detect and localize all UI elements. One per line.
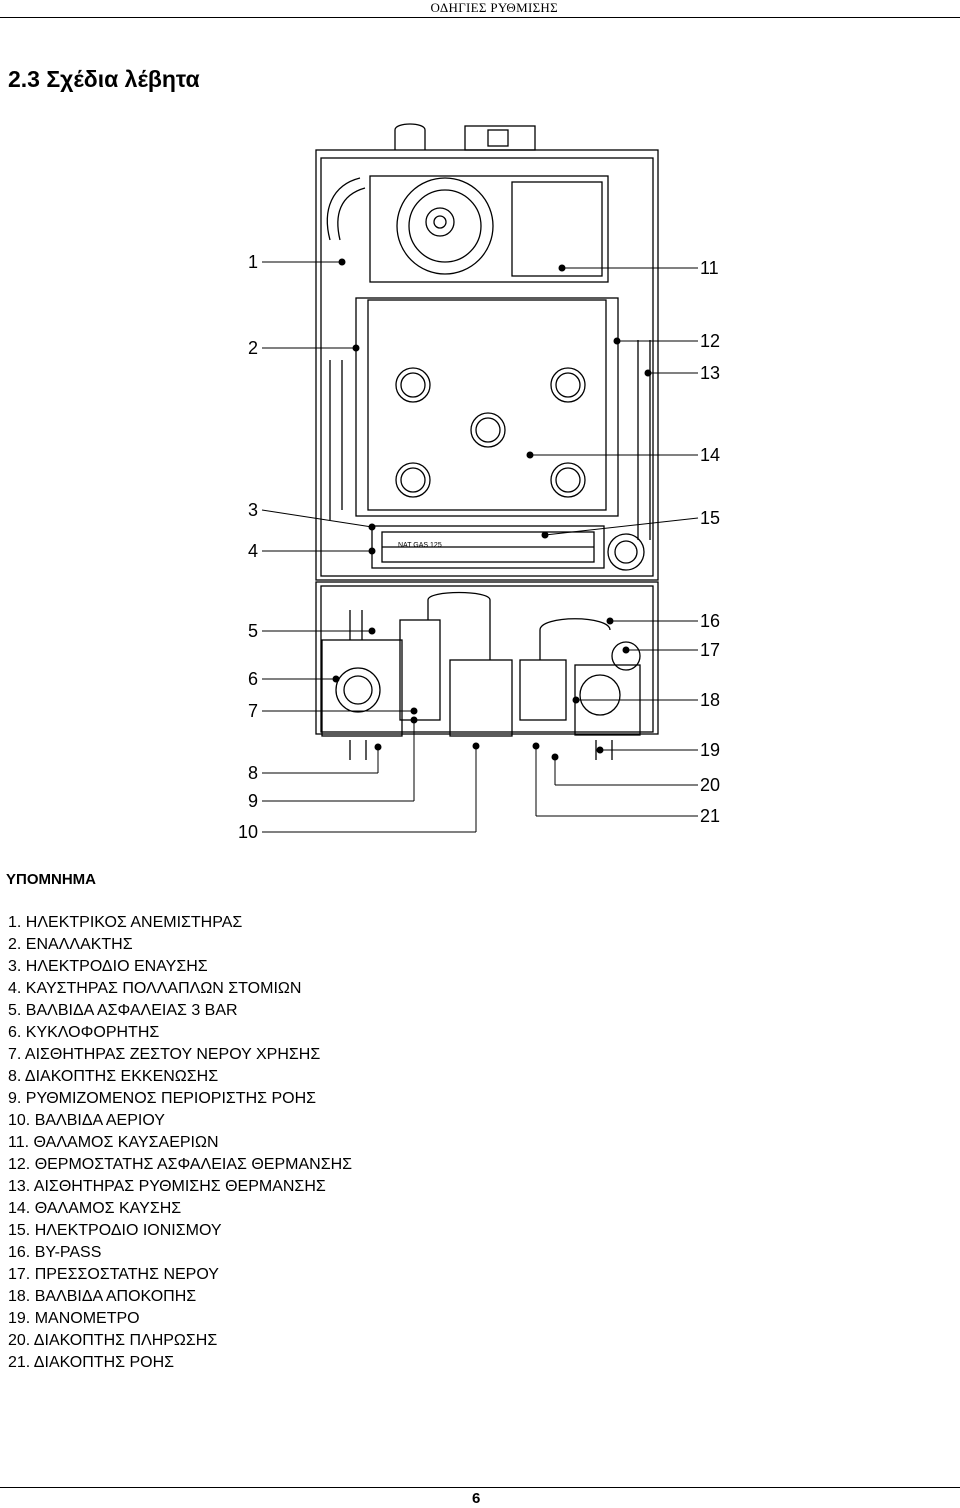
callout-12: 12: [700, 331, 721, 351]
callout-3: 3: [248, 500, 259, 520]
pump: [321, 639, 403, 737]
section-title: 2.3 Σχέδια λέβητα: [8, 66, 200, 92]
gas-valve-body: [449, 659, 513, 737]
legend-item: 7. ΑΙΣΘΗΤΗΡΑΣ ΖΕΣΤΟΥ ΝΕΡΟΥ ΧΡΗΣΗΣ: [8, 1046, 321, 1063]
legend-item: 12. ΘΕΡΜΟΣΤΑΤΗΣ ΑΣΦΑΛΕΙΑΣ ΘΕΡΜΑΝΣΗΣ: [8, 1156, 353, 1173]
legend-item: 2. ΕΝΑΛΛΑΚΤΗΣ: [8, 936, 133, 953]
legend-item: 10. ΒΑΛΒΙΔΑ ΑΕΡΙΟΥ: [8, 1112, 165, 1129]
fan-housing: [369, 175, 609, 283]
callout-9: 9: [248, 791, 259, 811]
callout-5: 5: [248, 621, 259, 641]
legend-title: ΥΠΟΜΝΗΜΑ: [6, 871, 96, 888]
header-rule: [0, 17, 960, 18]
fan: [396, 177, 494, 275]
callout-20: 20: [700, 775, 721, 795]
pipe-elbow: [607, 533, 645, 571]
callout-7: 7: [248, 701, 259, 721]
callout-16: 16: [700, 611, 721, 631]
callout-11: 11: [700, 258, 719, 278]
callout-2: 2: [248, 338, 259, 358]
legend-item: 19. ΜΑΝΟΜΕΤΡΟ: [8, 1310, 140, 1327]
boiler-diagram: NAT GAS 125: [261, 123, 699, 833]
callout-18: 18: [700, 690, 721, 710]
pressure-gauge: [611, 641, 641, 671]
callout-13: 13: [700, 363, 721, 383]
legend-item: 11. ΘΑΛΑΜΟΣ ΚΑΥΣΑΕΡΙΩΝ: [8, 1134, 219, 1151]
flue-outlet: [464, 125, 536, 151]
legend-item: 3. ΗΛΕΚΤΡΟΔΙΟ ΕΝΑΥΣΗΣ: [8, 958, 208, 975]
heat-exchanger: [355, 297, 619, 517]
legend-item: 21. ΔΙΑΚΟΠΤΗΣ ΡΟΗΣ: [8, 1354, 175, 1371]
legend-item: 17. ΠΡΕΣΣΟΣΤΑΤΗΣ ΝΕΡΟΥ: [8, 1266, 219, 1283]
legend-item: 8. ΔΙΑΚΟΠΤΗΣ ΕΚΚΕΝΩΣΗΣ: [8, 1068, 219, 1085]
callout-10: 10: [238, 822, 259, 842]
callout-15: 15: [700, 508, 721, 528]
legend-item: 4. ΚΑΥΣΤΗΡΑΣ ΠΟΛΛΑΠΛΩΝ ΣΤΟΜΙΩΝ: [8, 980, 302, 997]
legend-item: 16. BY-PASS: [8, 1244, 102, 1261]
legend-item: 18. ΒΑΛΒΙΔΑ ΑΠΟΚΟΠΗΣ: [8, 1288, 197, 1305]
callout-4: 4: [248, 541, 259, 561]
legend-item: 20. ΔΙΑΚΟΠΤΗΣ ΠΛΗΡΩΣΗΣ: [8, 1332, 218, 1349]
legend-item: 1. ΗΛΕΚΤΡΙΚΟΣ ΑΝΕΜΙΣΤΗΡΑΣ: [8, 914, 243, 931]
gas-plate-text: NAT GAS 125: [398, 542, 442, 549]
legend-item: 9. ΡΥΘΜΙΖΟΜΕΝΟΣ ΠΕΡΙΟΡΙΣΤΗΣ ΡΟΗΣ: [8, 1090, 317, 1107]
burner: [371, 525, 605, 569]
callout-21: 21: [700, 806, 721, 826]
legend-item: 13. ΑΙΣΘΗΤΗΡΑΣ ΡΥΘΜΙΣΗΣ ΘΕΡΜΑΝΣΗΣ: [8, 1178, 326, 1195]
legend-item: 5. ΒΑΛΒΙΔΑ ΑΣΦΑΛΕΙΑΣ 3 BAR: [8, 1002, 238, 1019]
legend-list: 1. ΗΛΕΚΤΡΙΚΟΣ ΑΝΕΜΙΣΤΗΡΑΣ 2. ΕΝΑΛΛΑΚΤΗΣ …: [8, 912, 352, 1374]
legend-item: 6. ΚΥΚΛΟΦΟΡΗΤΗΣ: [8, 1024, 160, 1041]
legend-item: 14. ΘΑΛΑΜΟΣ ΚΑΥΣΗΣ: [8, 1200, 182, 1217]
callout-8: 8: [248, 763, 259, 783]
running-header: ΟΔΗΓΙΕΣ ΡΥΘΜΙΣΗΣ: [430, 0, 558, 15]
callout-19: 19: [700, 740, 721, 760]
callout-14: 14: [700, 445, 721, 465]
page-number: 6: [472, 1490, 481, 1507]
legend-item: 15. ΗΛΕΚΤΡΟΔΙΟ ΙΟΝΙΣΜΟΥ: [8, 1222, 222, 1239]
callout-6: 6: [248, 669, 259, 689]
callout-1: 1: [248, 252, 259, 272]
footer-rule: [0, 1487, 960, 1488]
callout-17: 17: [700, 640, 721, 660]
casing-lower: [315, 581, 659, 735]
